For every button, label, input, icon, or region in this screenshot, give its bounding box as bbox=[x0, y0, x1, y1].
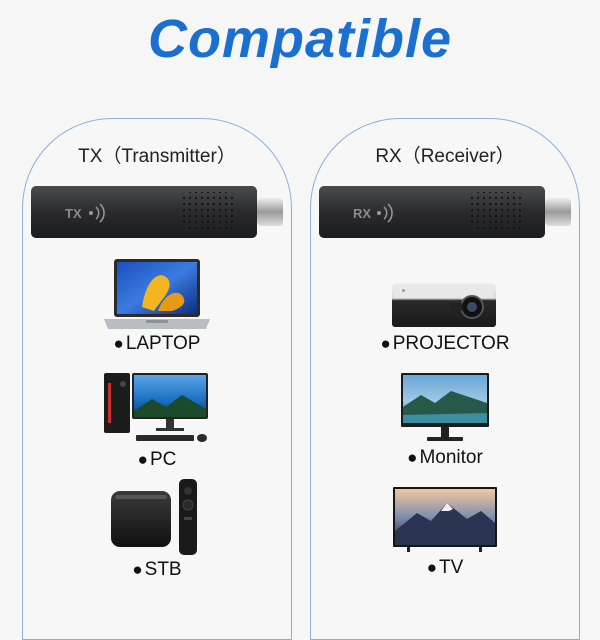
pc-device bbox=[23, 371, 291, 447]
stb-device bbox=[23, 479, 291, 559]
page-title: Compatible bbox=[147, 9, 453, 69]
monitor-device bbox=[311, 373, 579, 443]
projector-label: ●PROJECTOR bbox=[380, 333, 510, 354]
monitor-label: ●Monitor bbox=[407, 447, 483, 468]
monitor-icon bbox=[401, 373, 489, 441]
tv-icon bbox=[393, 487, 497, 552]
tv-device bbox=[311, 487, 579, 553]
desktop-pc-icon bbox=[104, 373, 208, 442]
pc-label: ●PC bbox=[137, 449, 177, 470]
receiver-panel: RX（Receiver） RX bbox=[310, 118, 580, 640]
laptop-label: ●LAPTOP bbox=[113, 333, 201, 354]
projector-icon bbox=[392, 283, 496, 327]
rx-dongle-label: RX bbox=[353, 206, 371, 221]
set-top-box-icon bbox=[111, 479, 197, 555]
laptop-icon bbox=[104, 259, 210, 329]
laptop-device bbox=[23, 259, 291, 335]
tx-dongle-label: TX bbox=[65, 206, 82, 221]
stb-label: ●STB bbox=[132, 559, 182, 580]
tv-label: ●TV bbox=[426, 557, 464, 578]
transmitter-heading: TX（Transmitter） bbox=[78, 146, 236, 167]
transmitter-panel: TX（Transmitter） TX bbox=[22, 118, 292, 640]
projector-device bbox=[311, 279, 579, 331]
receiver-heading: RX（Receiver） bbox=[375, 146, 515, 167]
receiver-dongle-icon: RX bbox=[319, 186, 571, 238]
transmitter-dongle-icon: TX bbox=[31, 186, 283, 238]
